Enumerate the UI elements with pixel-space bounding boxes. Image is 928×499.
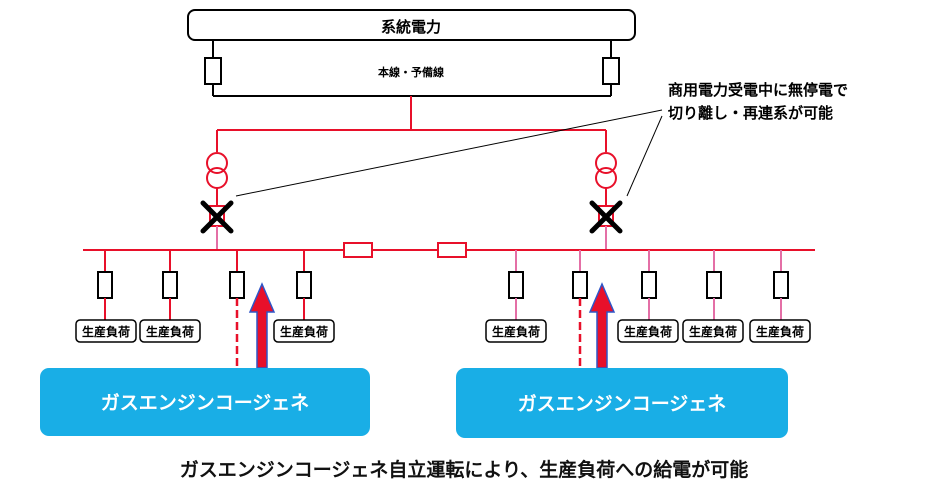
transformer-left [206, 152, 228, 189]
busbar [83, 242, 815, 258]
breaker-open-x-icon [200, 200, 234, 234]
grid-power-box [187, 9, 636, 41]
breaker-open-x-icon [589, 200, 623, 234]
feeders-left [97, 250, 312, 368]
svg-text:生産負荷: 生産負荷 [689, 324, 737, 339]
load-box: 生産負荷 [682, 319, 744, 343]
cogen-label-left: ガスエンジンコージェネ [101, 392, 310, 414]
load-box: 生産負荷 [749, 319, 811, 343]
line-label: 本線・予備線 [378, 65, 444, 79]
distribution-lines [216, 96, 607, 152]
supply-arrow-icon [588, 282, 616, 369]
breaker-left [200, 188, 234, 250]
grid-power-label: 系統電力 [381, 18, 441, 36]
callout-lines [235, 109, 663, 197]
svg-text:生産負荷: 生産負荷 [146, 324, 194, 339]
svg-text:生産負荷: 生産負荷 [492, 324, 540, 339]
supply-arrow-icon [248, 282, 276, 369]
load-boxes: 生産負荷 生産負荷 生産負荷 生産負荷 生産負荷 生産負荷 生産負荷 [75, 319, 811, 343]
svg-text:生産負荷: 生産負荷 [624, 324, 672, 339]
callout-line-1: 商用電力受電中に無停電で [668, 81, 848, 99]
cogen-box-right [456, 368, 788, 438]
svg-text:生産負荷: 生産負荷 [280, 324, 328, 339]
transformer-right [595, 152, 617, 189]
cogen-label-right: ガスエンジンコージェネ [518, 393, 727, 415]
svg-text:生産負荷: 生産負荷 [82, 324, 130, 339]
load-box: 生産負荷 [139, 319, 201, 343]
breaker-right [589, 188, 623, 250]
callout-line-2: 切り離し・再連系が可能 [668, 104, 833, 122]
feeders-right [508, 250, 789, 368]
load-box: 生産負荷 [75, 319, 137, 343]
load-box: 生産負荷 [617, 319, 679, 343]
load-box: 生産負荷 [273, 319, 335, 343]
load-box: 生産負荷 [485, 319, 547, 343]
diagram-caption: ガスエンジンコージェネ自立運転により、生産負荷への給電が可能 [179, 459, 749, 481]
svg-text:生産負荷: 生産負荷 [756, 324, 804, 339]
cogen-box-left [40, 368, 370, 436]
